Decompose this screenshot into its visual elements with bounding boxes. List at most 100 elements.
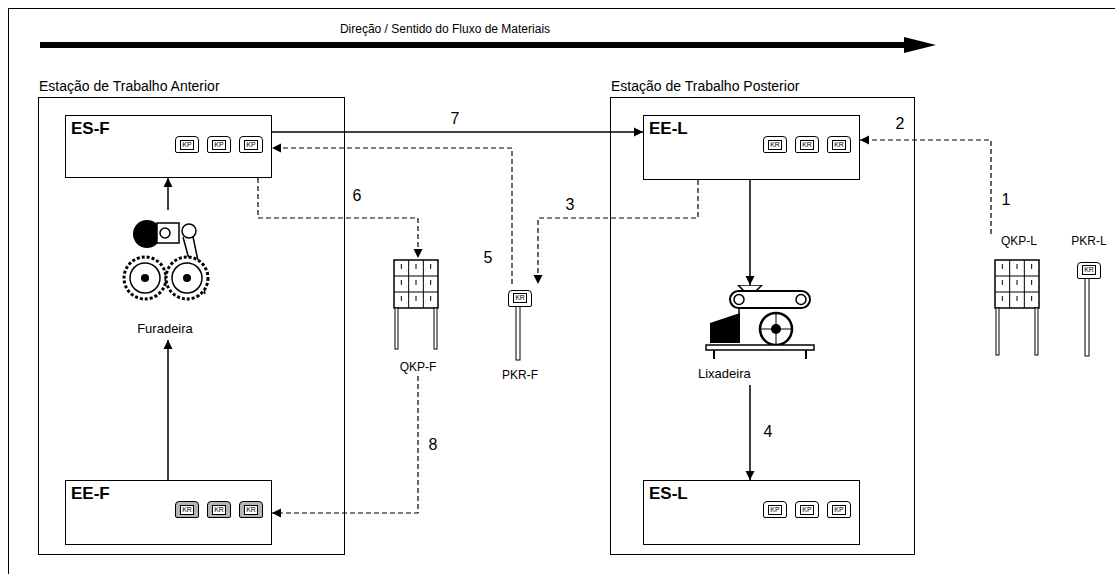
arrow-head — [634, 128, 643, 137]
board-label: QKP-L — [983, 234, 1055, 248]
callout-number: 8 — [427, 436, 440, 454]
post-label: PKR-L — [1067, 234, 1111, 248]
drawing-stroke — [710, 313, 740, 343]
flow-arrow-head — [904, 37, 936, 53]
kanban-card: KP — [175, 136, 199, 153]
drawing-stroke — [395, 308, 398, 349]
drawing-stroke — [434, 308, 437, 349]
station-heading: Estação de Trabalho Posterior — [611, 78, 799, 94]
drawing-stroke — [416, 264, 417, 269]
card-post: KRPKR-F — [494, 284, 546, 384]
workstation-box: Estação de Trabalho PosteriorEE-LKRKRKRL… — [610, 97, 915, 555]
workstation-box: Estação de Trabalho AnteriorES-FKPKPKPFu… — [38, 97, 345, 555]
drawing-stroke — [1002, 264, 1003, 269]
drawing-stroke — [416, 296, 417, 301]
kanban-signal-connector — [272, 144, 512, 285]
drawing-stroke — [183, 274, 191, 282]
drawing-stroke — [734, 295, 744, 305]
kanban-card: KP — [207, 136, 231, 153]
arrow-head — [272, 509, 281, 518]
drawing-stroke — [1017, 280, 1018, 285]
kanban-board: QKP-L — [983, 234, 1055, 358]
drawing-stroke — [182, 224, 196, 238]
drawing-stroke — [983, 258, 1051, 358]
connector-line — [258, 178, 418, 258]
machine-label: Furadeira — [95, 321, 235, 336]
card-bin-box: EE-F KRKRKR — [65, 480, 272, 545]
kanban-card: KR — [508, 290, 532, 307]
kanban-card: KP — [827, 501, 851, 518]
frame-line — [8, 8, 9, 574]
arrow-head — [534, 275, 543, 284]
drawing-stroke — [401, 264, 402, 269]
machine-label: Lixadeira — [698, 366, 751, 381]
connector-line — [860, 140, 991, 234]
kanban-signal-connector — [534, 180, 699, 284]
kanban-signal-connector — [258, 178, 423, 258]
drawing-stroke — [394, 292, 438, 293]
drawing-stroke — [394, 276, 438, 277]
kanban-card: KR — [827, 136, 851, 153]
connector-line — [749, 180, 751, 285]
card-code: KP — [768, 505, 781, 515]
callout-number: 1 — [1000, 191, 1013, 209]
connector-line — [167, 340, 169, 480]
flow-arrow-bar — [40, 42, 906, 48]
card-code: KP — [244, 140, 257, 150]
kanban-card: KR — [763, 136, 787, 153]
card-code: KP — [212, 140, 225, 150]
connector-line — [272, 376, 418, 513]
drawing-stroke — [1017, 264, 1018, 269]
kanban-card: KR — [795, 136, 819, 153]
callout-number: 4 — [762, 423, 775, 441]
arrow-head — [272, 144, 281, 153]
callout-number: 6 — [351, 187, 364, 205]
card-bin-box: ES-L KP KP KP — [643, 480, 860, 545]
arrow-head — [414, 249, 423, 258]
flow-direction-label: Direção / Sentido do Fluxo de Materiais — [338, 22, 552, 36]
station-heading: Estação de Trabalho Anterior — [39, 78, 220, 94]
drawing-stroke — [1085, 274, 1089, 356]
drawing-stroke — [995, 276, 1039, 277]
drawing-stroke — [157, 223, 179, 243]
card-code: KP — [180, 140, 193, 150]
bin-title: EE-F — [71, 484, 110, 504]
kanban-card: KP — [763, 501, 787, 518]
drawing-stroke — [416, 280, 417, 285]
drawing-stroke — [124, 257, 166, 299]
card-code: KR — [513, 293, 527, 303]
kanban-card: KR — [207, 501, 231, 518]
card-row: KRKRKR — [175, 501, 263, 518]
frame-line — [8, 8, 1115, 9]
card-code: KR — [832, 140, 846, 150]
card-holder: KR — [494, 286, 546, 307]
callout-number: 7 — [449, 110, 462, 128]
kanban-signal-connector — [860, 136, 991, 235]
card-code: KR — [768, 140, 782, 150]
card-code: KR — [800, 140, 814, 150]
drawing-stroke — [1017, 296, 1018, 301]
drawing-stroke — [423, 260, 424, 308]
drawing-stroke — [516, 302, 520, 360]
arrow-head — [746, 471, 755, 480]
card-code: KP — [800, 505, 813, 515]
drawing-stroke — [995, 260, 1039, 308]
arrow-head — [164, 340, 173, 349]
card-row: KR KR KR — [763, 136, 851, 153]
bin-title: ES-L — [649, 484, 688, 504]
drawing-stroke — [394, 260, 438, 308]
connector-line — [749, 385, 751, 480]
kanban-signal-connector — [272, 376, 418, 518]
card-row: KP KP KP — [763, 501, 851, 518]
kanban-board: QKP-F — [386, 258, 450, 376]
drawing-stroke — [430, 280, 431, 285]
card-bin-box: ES-FKPKPKP — [65, 115, 272, 178]
drawing-stroke — [995, 292, 1039, 293]
drawing-stroke — [401, 280, 402, 285]
card-holder: KR — [1067, 258, 1111, 279]
drawing-stroke — [805, 350, 807, 359]
arrow-head — [746, 276, 755, 285]
drawing-stroke — [430, 264, 431, 269]
card-row: KP KP KP — [175, 136, 263, 153]
connector-line — [272, 148, 512, 284]
